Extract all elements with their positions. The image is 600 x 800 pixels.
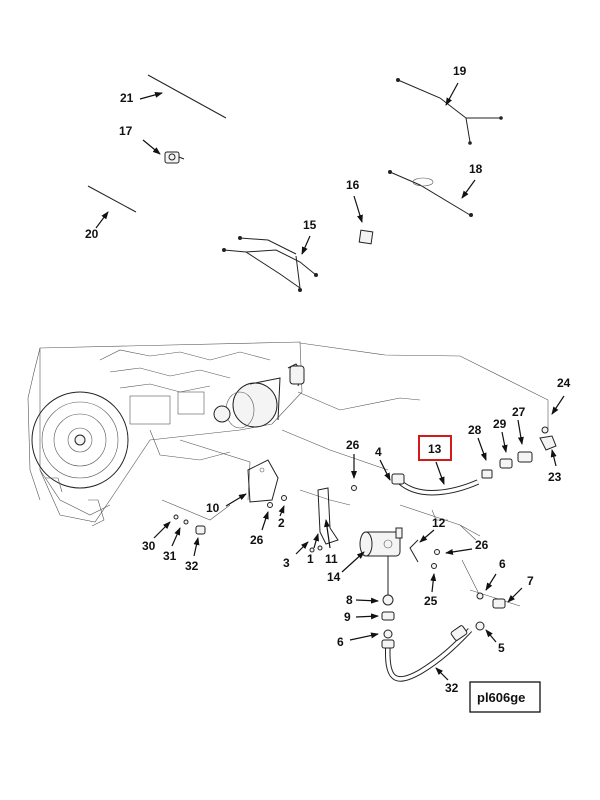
label-9: 9 <box>344 610 351 624</box>
part-26-washer-a <box>267 502 273 508</box>
figure-id-box <box>469 681 541 713</box>
label-3: 3 <box>283 556 290 570</box>
part-1-bolt <box>317 545 323 551</box>
transmission-assembly <box>27 341 305 527</box>
label-28: 28 <box>468 423 482 437</box>
label-18: 18 <box>469 162 483 176</box>
label-10: 10 <box>206 501 220 515</box>
part-15-harness <box>222 236 318 292</box>
part-2-bolt <box>281 495 287 501</box>
label-24: 24 <box>557 376 571 390</box>
label-2: 2 <box>278 516 285 530</box>
label-4: 4 <box>375 445 382 459</box>
part-6-oring-b <box>476 592 484 600</box>
part-26-washer-b <box>351 485 357 491</box>
part-20-rod <box>87 185 137 213</box>
label-26-a: 26 <box>346 438 360 452</box>
part-10-bracket <box>247 459 279 503</box>
label-15: 15 <box>303 218 317 232</box>
label-21: 21 <box>120 91 134 105</box>
label-19: 19 <box>453 64 467 78</box>
label-5: 5 <box>498 641 505 655</box>
label-13: 13 <box>428 442 442 456</box>
part-14-valve <box>359 527 403 557</box>
label-6-a: 6 <box>499 557 506 571</box>
label-27: 27 <box>512 405 526 419</box>
label-31: 31 <box>163 549 177 563</box>
part-8-oring <box>382 594 394 606</box>
label-25: 25 <box>424 594 438 608</box>
part-6-oring-a <box>383 629 393 639</box>
part-24-cap <box>541 426 549 434</box>
bellhousing-ring <box>31 391 129 489</box>
part-3-washer <box>309 547 315 553</box>
label-6-b: 6 <box>337 635 344 649</box>
part-30-nut <box>173 514 179 520</box>
part-11-bracket <box>317 487 339 545</box>
label-7: 7 <box>527 574 534 588</box>
part-7-fitting <box>492 598 506 609</box>
figure-id-text: pl606ge <box>477 690 525 705</box>
label-26-b: 26 <box>250 533 264 547</box>
part-16-plate <box>358 229 374 245</box>
part-28-fitting <box>481 469 493 479</box>
starter-motor <box>213 377 281 429</box>
part-5-oring <box>475 621 485 631</box>
label-16: 16 <box>346 178 360 192</box>
part-19-harness <box>396 78 503 145</box>
label-14: 14 <box>327 570 341 584</box>
label-11: 11 <box>325 552 338 566</box>
part-12-clip <box>409 539 419 563</box>
part-32-fitting-a <box>195 525 206 535</box>
highlight-box-13 <box>418 435 452 461</box>
label-32-a: 32 <box>185 559 199 573</box>
part-18-cable <box>388 170 473 217</box>
part-4-elbow <box>391 473 405 485</box>
label-17: 17 <box>119 124 133 138</box>
part-25-washer <box>431 563 437 569</box>
callout-labels: 21 17 20 19 18 16 15 24 28 29 27 13 26 4… <box>85 64 571 705</box>
part-29-adapter <box>499 458 513 469</box>
label-8: 8 <box>346 593 353 607</box>
part-9-fitting <box>381 611 395 621</box>
part-23-elbow <box>539 435 557 451</box>
part-32-hose <box>381 625 473 682</box>
label-32-b: 32 <box>445 681 459 695</box>
label-20: 20 <box>85 227 99 241</box>
label-26-c: 26 <box>475 538 489 552</box>
part-27-fitting <box>517 451 533 463</box>
leader-arrows <box>95 82 565 681</box>
part-26-washer-c <box>434 549 440 555</box>
label-23: 23 <box>548 470 562 484</box>
part-31-washer <box>183 519 189 525</box>
label-1: 1 <box>307 552 314 566</box>
label-30: 30 <box>142 539 156 553</box>
part-17-relay <box>164 151 185 164</box>
part-21-rod <box>147 74 227 119</box>
label-29: 29 <box>493 417 507 431</box>
part-13-hose <box>398 479 480 496</box>
label-12: 12 <box>432 516 446 530</box>
